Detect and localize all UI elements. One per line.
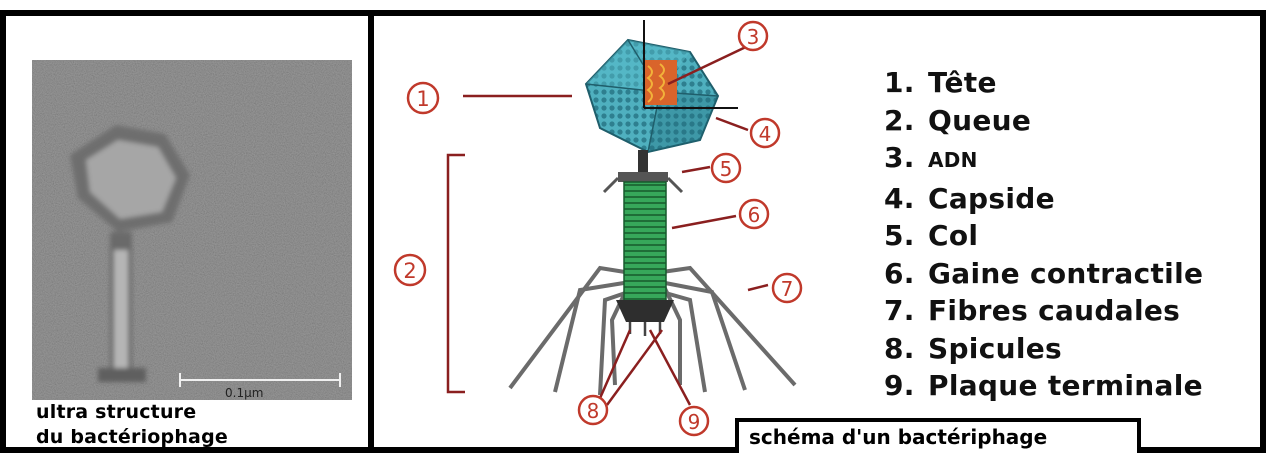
capsid: [586, 20, 738, 152]
legend-number: 5.: [884, 217, 928, 255]
contractile-sheath: [624, 182, 666, 308]
svg-text:4: 4: [759, 122, 772, 146]
legend-item: 7.Fibres caudales: [884, 292, 1203, 330]
callout-2: 2: [395, 255, 425, 285]
legend-item: 5.Col: [884, 217, 1203, 255]
legend-item: 8.Spicules: [884, 330, 1203, 368]
legend-number: 9.: [884, 367, 928, 405]
legend-label: Spicules: [928, 332, 1062, 365]
legend-number: 6.: [884, 255, 928, 293]
legend-item: 2.Queue: [884, 102, 1203, 140]
callout-7: 7: [773, 274, 801, 302]
legend-label: Gaine contractile: [928, 257, 1203, 290]
callout-3: 3: [739, 22, 767, 50]
callout-5: 5: [712, 154, 740, 182]
svg-text:3: 3: [747, 25, 760, 49]
base-plate: [616, 300, 674, 322]
micrograph-caption-line2: du bactériophage: [36, 426, 228, 448]
legend-label: Capside: [928, 182, 1055, 215]
svg-text:1: 1: [416, 87, 429, 111]
spikes: [630, 322, 660, 336]
svg-text:6: 6: [748, 203, 761, 227]
legend-number: 7.: [884, 292, 928, 330]
svg-text:5: 5: [720, 157, 733, 181]
legend-item: 9.Plaque terminale: [884, 367, 1203, 405]
callout-1: 1: [408, 83, 438, 113]
svg-text:7: 7: [781, 277, 794, 301]
legend-label: Queue: [928, 104, 1031, 137]
legend-label: Plaque terminale: [928, 369, 1203, 402]
legend-label: Fibres caudales: [928, 294, 1180, 327]
legend-number: 4.: [884, 180, 928, 218]
callout-9: 9: [680, 407, 708, 435]
micrograph-caption-line1: ultra structure: [36, 401, 196, 423]
legend-list: 1.Tête 2.Queue 3.ADN 4.Capside 5.Col 6.G…: [884, 64, 1203, 405]
legend-number: 2.: [884, 102, 928, 140]
callout-8: 8: [579, 396, 607, 424]
legend-number: 3.: [884, 139, 928, 177]
svg-text:2: 2: [403, 259, 416, 283]
callout-4: 4: [751, 119, 779, 147]
legend-number: 1.: [884, 64, 928, 102]
scale-label: 0.1µm: [225, 386, 263, 400]
legend-item: 3.ADN: [884, 139, 1203, 180]
electron-micrograph: 0.1µm: [32, 60, 352, 400]
legend-item: 6.Gaine contractile: [884, 255, 1203, 293]
legend-label: Col: [928, 219, 978, 252]
callout-6: 6: [740, 200, 768, 228]
legend-item: 4.Capside: [884, 180, 1203, 218]
legend-label: ADN: [928, 148, 978, 172]
svg-text:8: 8: [587, 399, 600, 423]
svg-text:9: 9: [688, 410, 701, 434]
legend-item: 1.Tête: [884, 64, 1203, 102]
schema-caption: schéma d'un bactériphage: [735, 418, 1141, 453]
legend-label: Tête: [928, 66, 997, 99]
legend-number: 8.: [884, 330, 928, 368]
